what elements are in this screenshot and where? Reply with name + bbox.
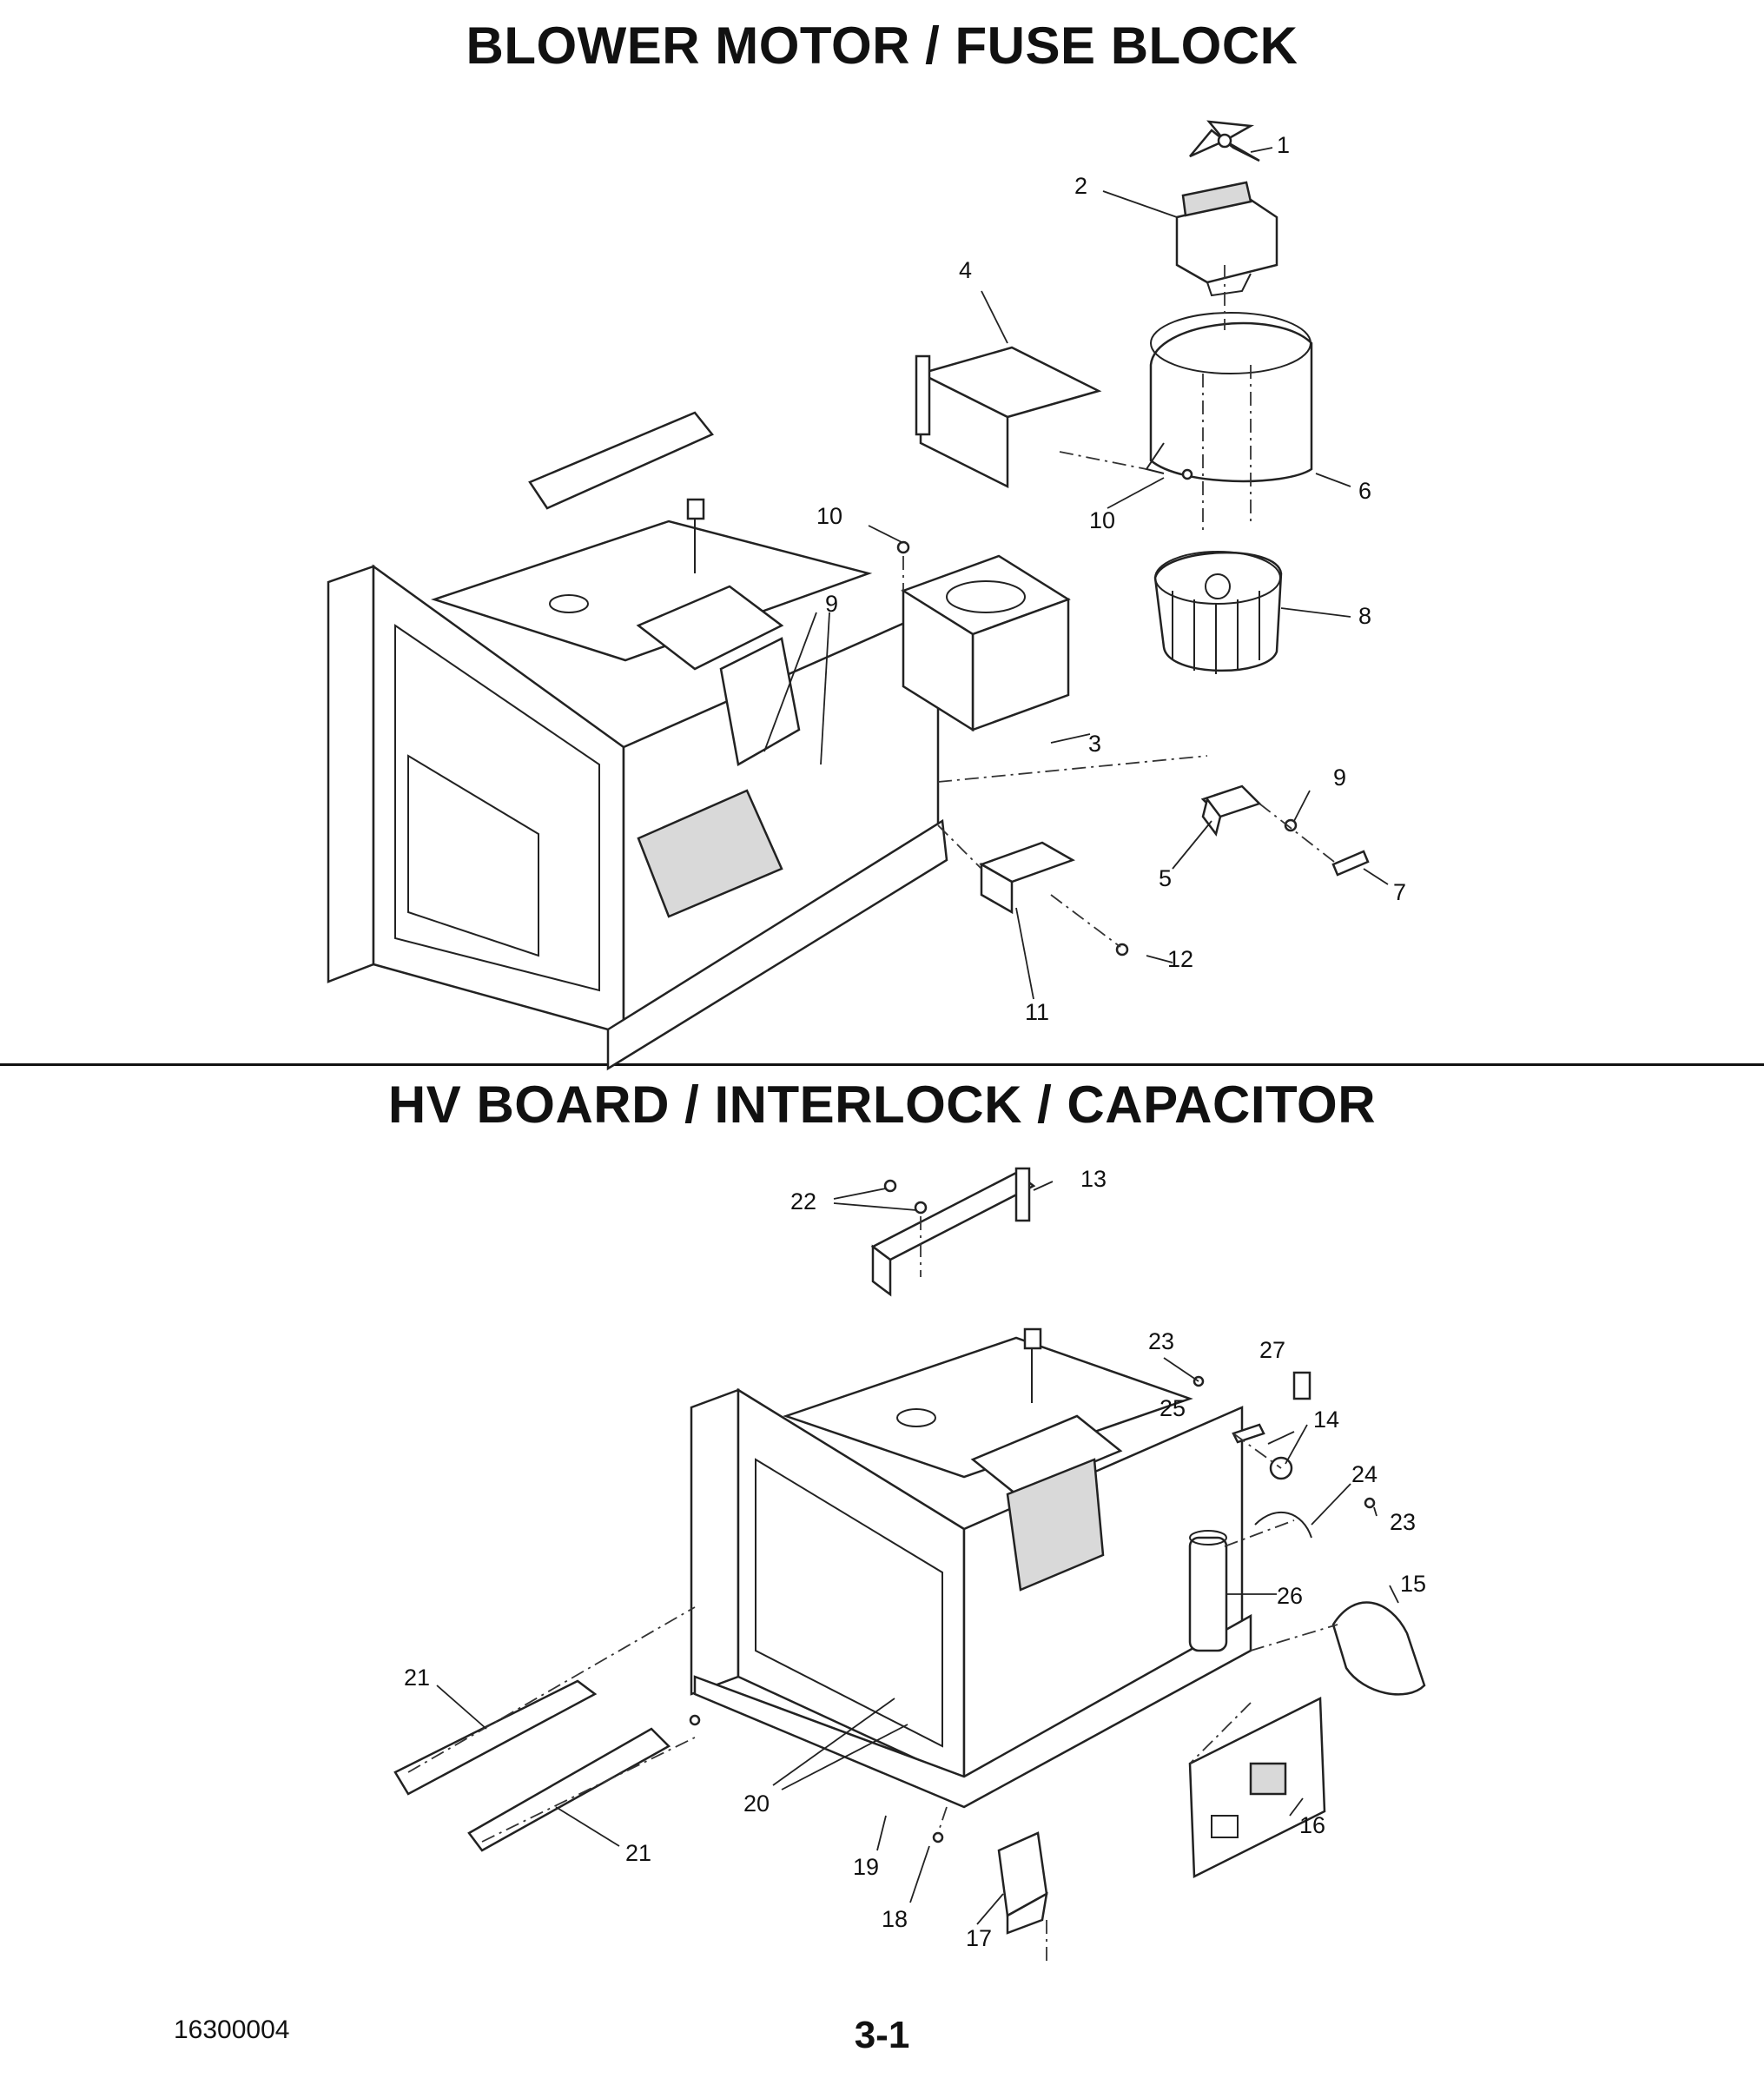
blower-duct: [901, 554, 1071, 732]
callout-13: 13: [1080, 1166, 1107, 1192]
top-screws: [896, 468, 1298, 956]
callout-27: 27: [1259, 1337, 1285, 1363]
top-oven-chassis: [327, 411, 948, 1071]
callout-3: 3: [1088, 731, 1101, 757]
bottom-screws: [689, 1179, 1376, 1843]
callout-4: 4: [959, 257, 972, 283]
callout-7: 7: [1393, 879, 1406, 905]
callout-21a: 21: [404, 1665, 430, 1691]
hv-control-board: [1188, 1697, 1326, 1878]
page-number: 3-1: [854, 2014, 910, 2056]
thermal-cutout: [1331, 1601, 1426, 1696]
door-latch-rails: [393, 1679, 671, 1852]
blower-motor: [1175, 181, 1278, 297]
blower-wheel: [1153, 551, 1283, 674]
fuse: [1331, 850, 1370, 877]
capacitor: [1188, 1530, 1228, 1652]
callout-16: 16: [1299, 1812, 1325, 1838]
callout-14: 14: [1313, 1407, 1339, 1433]
callout-12: 12: [1167, 946, 1193, 972]
callout-19: 19: [853, 1854, 879, 1880]
callout-5: 5: [1159, 865, 1172, 891]
top-bracket: [870, 1167, 1036, 1297]
fuse-holder: [1200, 784, 1262, 837]
callout-23a: 23: [1148, 1328, 1174, 1354]
callout-20: 20: [743, 1790, 770, 1817]
callout-15: 15: [1400, 1571, 1426, 1597]
capacitor-strap: [1254, 1511, 1312, 1539]
top-leader-lines: [763, 147, 1389, 1000]
callout-9a: 9: [825, 591, 838, 617]
callout-24: 24: [1351, 1461, 1378, 1487]
blower-fan-blade: [1189, 120, 1260, 162]
callout-22: 22: [790, 1188, 816, 1215]
interlock-switch-assembly: [997, 1831, 1048, 1935]
air-duct-bracket: [915, 346, 1102, 489]
callout-23b: 23: [1390, 1509, 1416, 1535]
callout-17: 17: [966, 1925, 992, 1951]
callout-9b: 9: [1333, 764, 1346, 791]
bottom-oven-chassis: [690, 1327, 1252, 1809]
document-code: 16300004: [174, 2016, 290, 2044]
callout-18: 18: [882, 1906, 908, 1932]
callout-21b: 21: [625, 1840, 651, 1866]
blower-housing: [1145, 312, 1313, 483]
section-divider: [0, 1063, 1764, 1066]
callout-25: 25: [1159, 1395, 1186, 1421]
callout-1: 1: [1277, 132, 1290, 158]
bottom-leader-lines: [436, 1181, 1399, 1925]
callout-11: 11: [1025, 999, 1049, 1025]
callout-6: 6: [1358, 478, 1371, 504]
bottom-callout-labels: 13 14 15 16 17 18 19 20 21 21 22 23 23 2…: [404, 1166, 1426, 1951]
callout-2: 2: [1074, 173, 1087, 199]
fuse-block: [979, 841, 1075, 915]
callout-10b: 10: [1089, 507, 1115, 533]
callout-8: 8: [1358, 603, 1371, 629]
bottom-assembly-dashlines: [407, 1216, 1338, 1963]
top-assembly-dashlines: [902, 265, 1338, 948]
callout-26: 26: [1277, 1583, 1303, 1609]
diode-part: [1232, 1371, 1311, 1480]
section-title-hv-board: HV BOARD / INTERLOCK / CAPACITOR: [387, 1076, 1377, 1134]
callout-10a: 10: [816, 503, 842, 529]
section-title-blower-motor: BLOWER MOTOR / FUSE BLOCK: [466, 17, 1298, 75]
top-callout-labels: 1 2 3 4 5 6 7 8 9 9 10 10 11 12: [816, 132, 1406, 1025]
